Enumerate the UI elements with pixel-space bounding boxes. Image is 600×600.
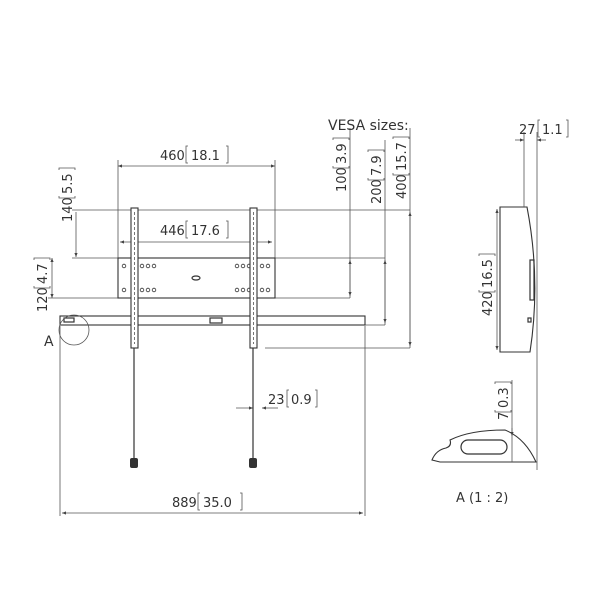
dimension-lines bbox=[50, 164, 412, 515]
svg-text:23: 23 bbox=[268, 393, 285, 408]
dim-420-label: 420 16.5 bbox=[478, 253, 496, 316]
dim-23-label: 23 0.9 bbox=[268, 389, 318, 408]
svg-text:1.1: 1.1 bbox=[542, 123, 563, 138]
dim-120-label: 120 4.7 bbox=[33, 257, 51, 312]
dim-7-label: 7 0.3 bbox=[494, 381, 512, 420]
dim-460-label: 460 18.1 bbox=[160, 145, 229, 164]
svg-text:0.3: 0.3 bbox=[497, 387, 512, 408]
svg-text:100: 100 bbox=[335, 167, 350, 192]
svg-text:4.7: 4.7 bbox=[36, 263, 51, 284]
wall-plate bbox=[117, 257, 276, 299]
svg-text:889: 889 bbox=[172, 496, 197, 511]
svg-text:15.7: 15.7 bbox=[395, 142, 410, 171]
svg-text:3.9: 3.9 bbox=[335, 143, 350, 164]
svg-text:446: 446 bbox=[160, 224, 185, 239]
svg-text:18.1: 18.1 bbox=[191, 149, 220, 164]
svg-text:27: 27 bbox=[519, 123, 536, 138]
svg-text:17.6: 17.6 bbox=[191, 224, 220, 239]
svg-text:200: 200 bbox=[370, 179, 385, 204]
svg-text:7.9: 7.9 bbox=[370, 155, 385, 176]
svg-text:35.0: 35.0 bbox=[203, 496, 232, 511]
dim-140-label: 140 5.5 bbox=[58, 167, 76, 222]
dim-200-label: 200 7.9 bbox=[367, 149, 385, 204]
right-bracket bbox=[249, 207, 258, 468]
dim-400-label: 400 15.7 bbox=[392, 136, 410, 199]
dim-446-label: 446 17.6 bbox=[160, 220, 229, 239]
vesa-sizes-title: VESA sizes: bbox=[328, 118, 409, 134]
dim-27-label: 27 1.1 bbox=[519, 119, 569, 138]
detail-marker: A bbox=[44, 334, 54, 350]
side-view bbox=[495, 132, 546, 470]
bottom-bar bbox=[59, 315, 366, 326]
dim-889-label: 889 35.0 bbox=[172, 492, 243, 511]
left-bracket bbox=[130, 207, 139, 468]
svg-text:7: 7 bbox=[497, 412, 512, 420]
detail-a-view bbox=[431, 380, 537, 463]
detail-circle bbox=[58, 314, 90, 346]
svg-text:5.5: 5.5 bbox=[61, 173, 76, 194]
dim-100-label: 100 3.9 bbox=[332, 137, 350, 192]
svg-text:120: 120 bbox=[36, 287, 51, 312]
detail-a-label: A (1 : 2) bbox=[456, 491, 508, 506]
svg-text:400: 400 bbox=[395, 174, 410, 199]
svg-text:460: 460 bbox=[160, 149, 185, 164]
svg-text:0.9: 0.9 bbox=[291, 393, 312, 408]
svg-text:420: 420 bbox=[481, 291, 496, 316]
svg-text:140: 140 bbox=[61, 197, 76, 222]
svg-text:16.5: 16.5 bbox=[481, 259, 496, 288]
